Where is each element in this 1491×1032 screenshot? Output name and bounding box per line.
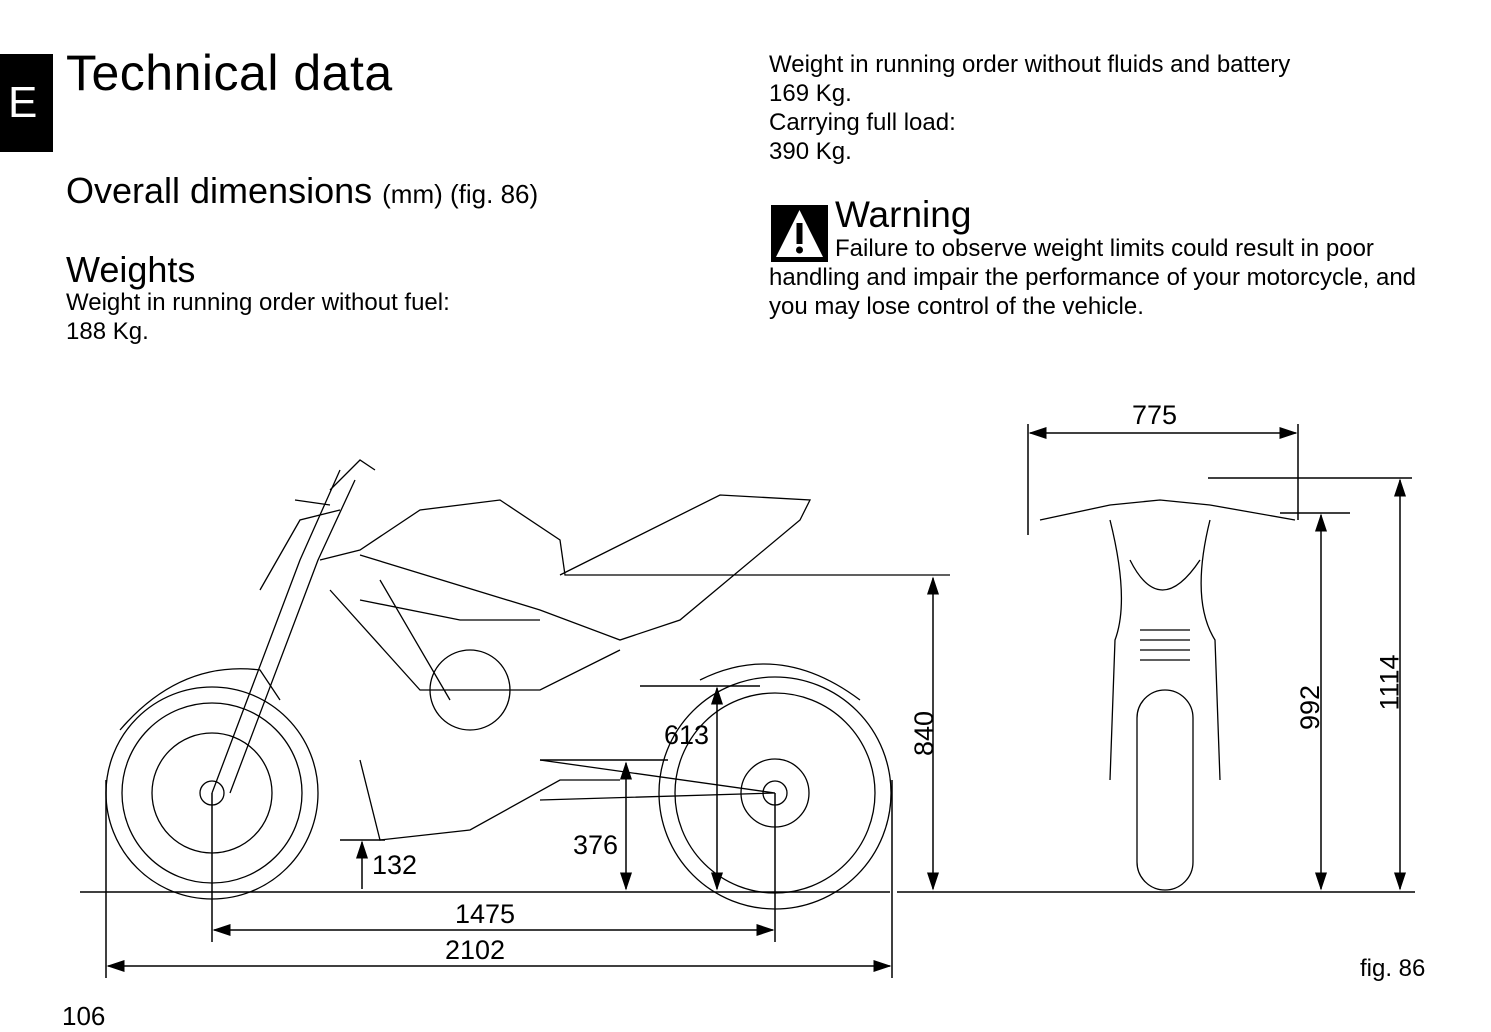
dim-ground-clearance-132: 132 [372,850,418,880]
weight-right-column: Weight in running order without fluids a… [769,50,1290,166]
dim-seat-height-840: 840 [909,710,940,757]
overall-dimensions-heading: Overall dimensions (mm) (fig. 86) [66,170,538,212]
full-load-label: Carrying full load: [769,109,956,136]
section-tab: E [0,54,53,152]
dim-wheelbase-1475: 1475 [455,899,516,929]
full-load-value: 390 Kg. [769,138,852,165]
dim-width-775: 775 [1132,400,1178,430]
page-title: Technical data [66,45,393,101]
motorcycle-side-view [105,459,950,910]
motorcycle-front-view [1039,499,1296,891]
weight-without-fluids-value: 169 Kg. [769,80,852,107]
weight-without-fuel-value: 188 Kg. [66,318,149,345]
dim-length-2102: 2102 [445,935,506,965]
warning-line-1: Failure to observe weight limits could r… [835,235,1374,262]
dimension-lines [80,424,1415,978]
weight-without-fuel-label: Weight in running order without fuel: [66,289,450,316]
overall-dimensions-title: Overall dimensions [66,170,373,211]
weight-without-fluids-label: Weight in running order without fluids a… [769,51,1291,78]
overall-dimensions-suffix: (mm) (fig. 86) [382,179,539,209]
figure-caption: fig. 86 [1360,955,1426,982]
weights-heading: Weights [66,249,196,290]
dim-height-992: 992 [1295,684,1326,731]
page-number: 106 [62,1001,106,1031]
dim-376: 376 [573,830,619,860]
warning-line-3: you may lose control of the vehicle. [769,293,1144,320]
warning-line-2: handling and impair the performance of y… [769,264,1417,291]
dim-613: 613 [664,720,710,750]
weight-without-fuel: Weight in running order without fuel: 18… [66,288,450,346]
dim-height-1114: 1114 [1374,654,1405,711]
warning-triangle-icon [771,205,828,262]
warning-heading: Warning [835,194,972,235]
